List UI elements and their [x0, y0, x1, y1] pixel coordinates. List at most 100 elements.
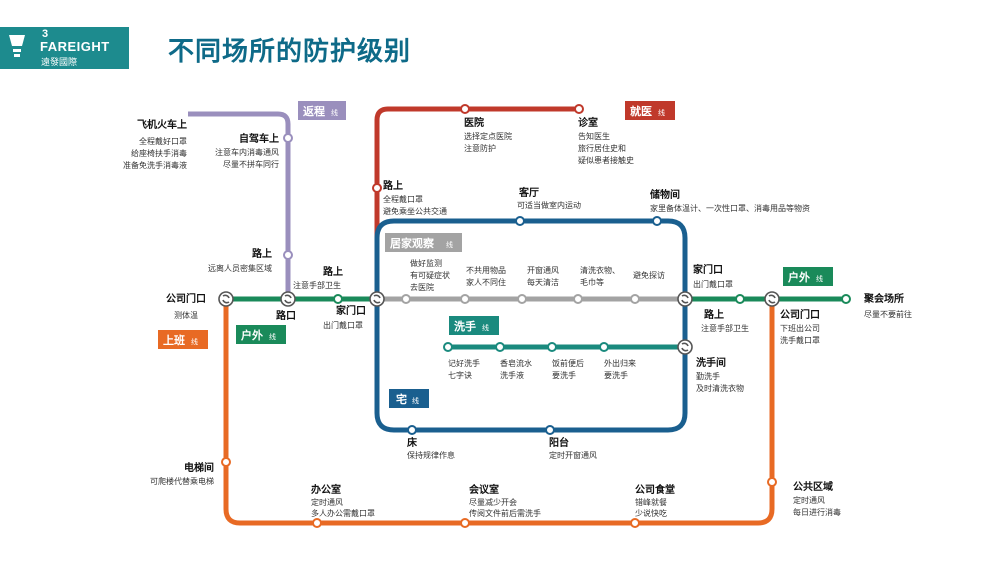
svg-text:就医: 就医 [630, 104, 652, 118]
svg-text:尽量不拼车同行: 尽量不拼车同行 [223, 159, 279, 169]
station-name: 家门口 [693, 263, 723, 276]
station-name: 公司食堂 [635, 483, 675, 496]
svg-text:注意手部卫生: 注意手部卫生 [701, 323, 749, 333]
svg-text:远离人员密集区域: 远离人员密集区域 [208, 263, 272, 273]
svg-text:线: 线 [191, 337, 198, 346]
svg-text:不共用物品: 不共用物品 [466, 265, 506, 275]
interchanges [218, 291, 780, 355]
station-name: 自驾车上 [239, 132, 279, 145]
station-name: 路上 [383, 179, 403, 192]
work-line [223, 299, 775, 526]
svg-text:线: 线 [412, 396, 419, 405]
interchange-icon [369, 291, 385, 307]
station-name: 洗手间 [696, 356, 726, 369]
svg-text:开窗通风: 开窗通风 [527, 265, 559, 275]
station-name: 公共区域 [793, 480, 833, 493]
svg-text:居家观察: 居家观察 [390, 236, 435, 250]
station-dot [460, 294, 470, 304]
svg-text:外出归来: 外出归来 [604, 358, 636, 368]
station-name: 公司门口 [166, 292, 206, 305]
svg-text:可适当做室内运动: 可适当做室内运动 [517, 200, 581, 210]
svg-text:定时开窗通风: 定时开窗通风 [549, 450, 597, 460]
logo-number: 3 [42, 28, 49, 40]
svg-text:出门戴口罩: 出门戴口罩 [693, 279, 733, 289]
svg-text:选择定点医院: 选择定点医院 [464, 131, 512, 141]
logo-mark-icon [9, 35, 25, 57]
station-dot [841, 294, 851, 304]
svg-text:每天清洁: 每天清洁 [527, 277, 559, 287]
tag-outdoor-right: 户外 线 [783, 267, 833, 286]
svg-text:毛巾等: 毛巾等 [580, 277, 604, 287]
svg-text:错峰就餐: 错峰就餐 [635, 497, 667, 507]
svg-text:尽量减少开会: 尽量减少开会 [469, 497, 517, 507]
interchange-icon [677, 291, 693, 307]
tag-return-line: 返程 线 [298, 101, 346, 120]
stations [221, 104, 851, 528]
svg-text:每日进行消毒: 每日进行消毒 [793, 507, 841, 517]
tag-medical-line: 就医 线 [625, 101, 675, 120]
svg-text:线: 线 [446, 240, 453, 249]
svg-text:准备免洗手消毒液: 准备免洗手消毒液 [123, 160, 187, 170]
svg-text:少说快吃: 少说快吃 [635, 508, 667, 518]
station-dot [312, 518, 322, 528]
station-dot [547, 342, 557, 352]
svg-text:有可疑症状: 有可疑症状 [410, 270, 450, 280]
interchange-icon [764, 291, 780, 307]
station-dot [515, 216, 525, 226]
station-name: 会议室 [469, 483, 499, 496]
station-dot [460, 104, 470, 114]
station-dot [545, 425, 555, 435]
svg-text:线: 线 [269, 332, 276, 341]
svg-text:户外: 户外 [241, 328, 263, 342]
svg-text:注意防护: 注意防护 [464, 143, 496, 153]
svg-text:全程戴好口罩: 全程戴好口罩 [139, 136, 187, 146]
svg-text:家人不同住: 家人不同住 [466, 277, 506, 287]
svg-text:七字诀: 七字诀 [448, 370, 472, 380]
logo-subtitle: 遠發國際 [41, 58, 78, 68]
svg-text:下班出公司: 下班出公司 [780, 323, 820, 333]
page-title: 不同场所的防护级别 [168, 37, 412, 67]
station-name: 客厅 [518, 186, 539, 199]
svg-text:要洗手: 要洗手 [604, 370, 628, 380]
svg-text:户外: 户外 [788, 270, 810, 284]
station-dot [443, 342, 453, 352]
station-dot [460, 518, 470, 528]
stay-line [374, 218, 688, 433]
station-dot [517, 294, 527, 304]
tag-wash-line: 洗手 线 [449, 316, 499, 335]
svg-text:香皂流水: 香皂流水 [500, 358, 532, 368]
station-name: 路上 [323, 265, 343, 278]
logo-brand: FAREIGHT [40, 39, 110, 54]
svg-text:及时清洗衣物: 及时清洗衣物 [696, 383, 744, 393]
station-name: 医院 [464, 116, 484, 129]
svg-text:家里备体温计、一次性口罩、消毒用品等物资: 家里备体温计、一次性口罩、消毒用品等物资 [650, 203, 810, 213]
svg-text:返程: 返程 [303, 104, 325, 118]
station-labels: 飞机火车上 全程戴好口罩 给座椅扶手消毒 准备免洗手消毒液 自驾车上 注意车内消… [123, 116, 912, 518]
station-dot [574, 104, 584, 114]
station-dot [221, 457, 231, 467]
return-line [188, 111, 291, 299]
company-logo: 3 FAREIGHT 遠發國際 [0, 27, 129, 69]
station-dot [407, 425, 417, 435]
svg-text:线: 线 [331, 108, 338, 117]
station-name: 家门口 [336, 304, 366, 317]
interchange-icon [677, 339, 693, 355]
station-dot [652, 216, 662, 226]
station-name: 飞机火车上 [137, 118, 187, 131]
svg-text:清洗衣物、: 清洗衣物、 [580, 265, 620, 275]
svg-text:要洗手: 要洗手 [552, 370, 576, 380]
station-dot [283, 133, 293, 143]
svg-text:避免探访: 避免探访 [633, 270, 665, 280]
svg-text:定时通风: 定时通风 [793, 495, 825, 505]
svg-text:全程戴口罩: 全程戴口罩 [383, 194, 423, 204]
svg-text:保持规律作息: 保持规律作息 [407, 450, 455, 460]
svg-text:洗手: 洗手 [454, 319, 476, 333]
interchange-icon [218, 291, 234, 307]
station-dot [599, 342, 609, 352]
station-dot [372, 183, 382, 193]
station-dot [630, 518, 640, 528]
svg-text:多人办公需戴口罩: 多人办公需戴口罩 [311, 508, 375, 518]
tag-home-line: 居家观察 线 [385, 233, 462, 252]
station-dot [735, 294, 745, 304]
station-name: 诊室 [578, 116, 598, 129]
